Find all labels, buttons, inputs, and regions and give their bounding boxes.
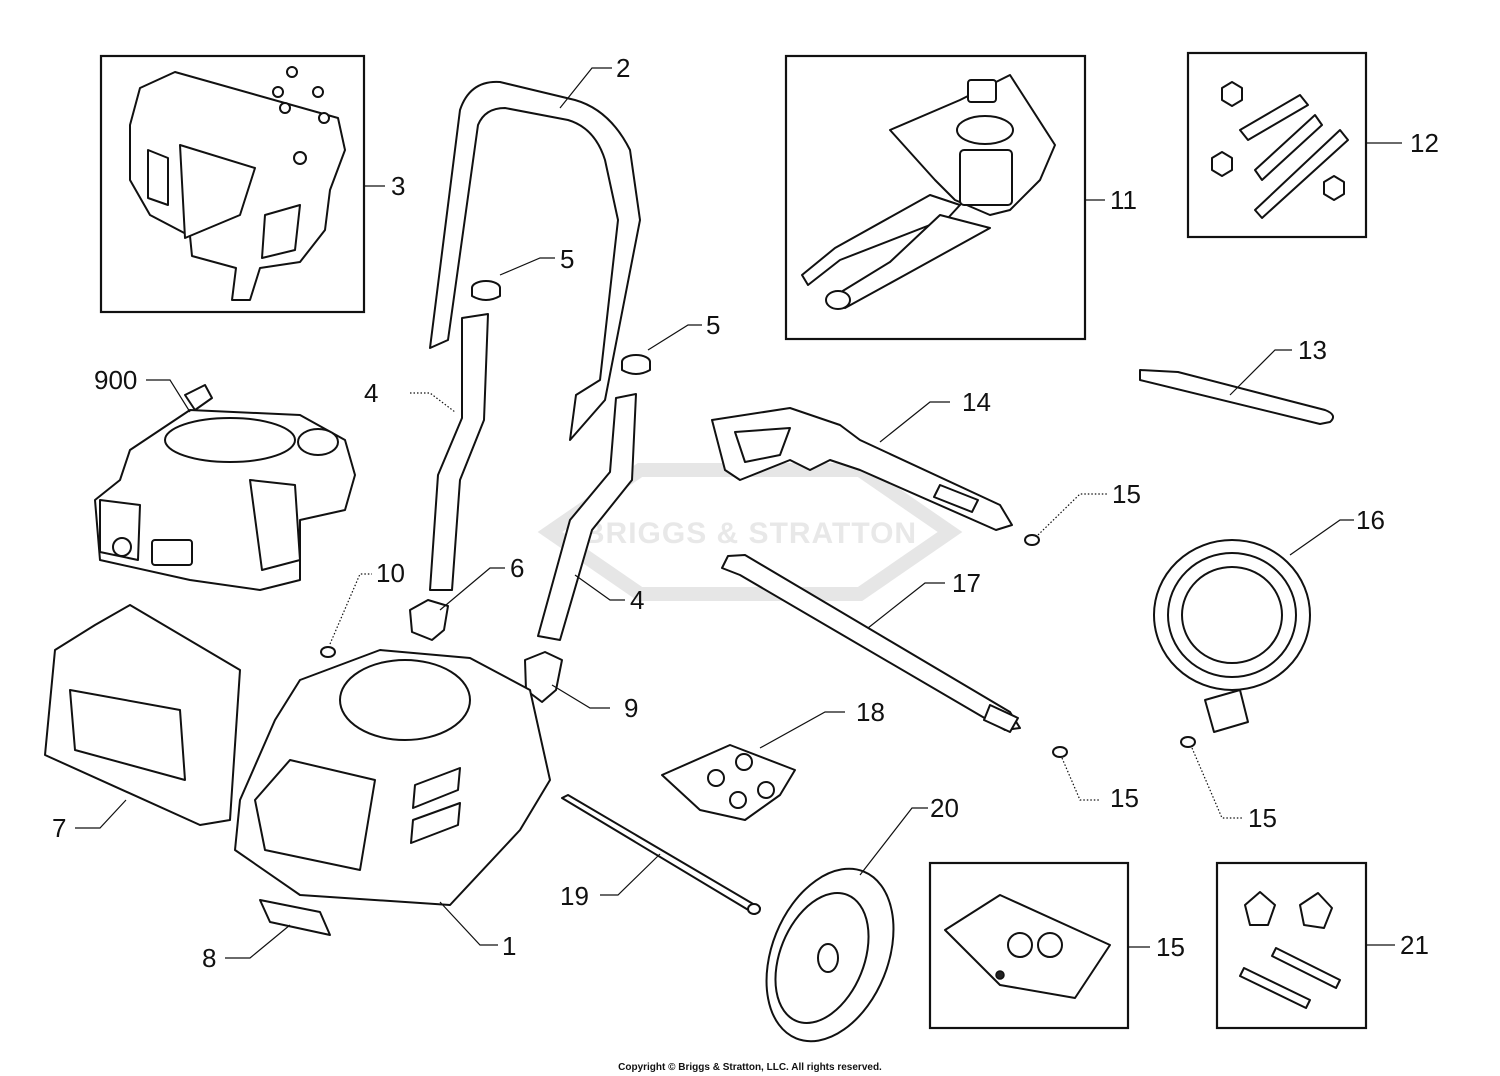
callout-11: 11 [1110,185,1137,215]
callout-7: 7 [52,813,66,843]
part-17-wand[interactable] [721,554,1021,733]
part-21-frame [1215,861,1368,1030]
callout-20: 20 [930,793,959,823]
leader-8 [225,924,291,959]
part-4-tube-left[interactable] [429,313,489,591]
callout-6: 6 [510,553,524,583]
leader-14 [879,401,950,443]
callout-15d: 15 [1156,932,1185,962]
part-13-strap[interactable] [1139,369,1335,425]
leader-6 [439,567,505,611]
callout-3: 3 [391,171,405,201]
callout-1: 1 [502,931,516,961]
callout-15a: 15 [1112,479,1141,509]
control-panel-screws [272,66,330,124]
watermark-text: BRIGGS & STRATTON [583,517,917,550]
leader-4a [410,392,456,413]
leader-13 [1229,349,1292,396]
callout-12: 12 [1410,128,1439,158]
copyright-notice: Copyright © Briggs & Stratton, LLC. All … [618,1062,882,1073]
callout-900: 900 [94,365,137,395]
part-3-control-panel[interactable] [99,54,366,314]
part-14-spray-gun[interactable] [711,407,1013,531]
leader-15b [1061,757,1100,801]
callout-8: 8 [202,943,216,973]
part-11-pump[interactable] [784,54,1087,341]
leader-9 [551,684,610,709]
leader-1 [439,901,498,946]
part-6-bracket[interactable] [409,599,449,641]
callout-15c: 15 [1248,803,1277,833]
part-19-axle[interactable] [561,794,761,915]
callout-2: 2 [616,53,630,83]
leader-5a [499,257,555,276]
leader-2 [559,67,612,109]
callout-5b: 5 [706,310,720,340]
callout-21: 21 [1400,930,1429,960]
callout-4b: 4 [630,585,644,615]
callout-4a: 4 [364,378,378,408]
leader-10 [329,573,372,645]
part-1-base-shroud[interactable] [234,649,551,906]
part-21-knob-kit[interactable] [1215,861,1368,1030]
part-20-wheel[interactable] [743,850,918,1060]
callout-17: 17 [952,568,981,598]
part-2-handle[interactable] [429,80,641,441]
part-15-o-ring-kit[interactable] [928,861,1130,1030]
part-900-engine[interactable] [94,384,356,591]
callout-13: 13 [1298,335,1327,365]
part-16-hose[interactable] [1153,539,1311,733]
part-12-hardware-kit[interactable] [1186,51,1368,239]
leader-17 [867,582,945,629]
part-5-cap-lower[interactable] [621,354,651,375]
leader-20 [859,807,928,876]
part-15-o-ring-gun[interactable] [1024,534,1040,546]
leader-5b [647,324,702,351]
callout-15b: 15 [1110,783,1139,813]
part-4-tube-right[interactable] [537,393,637,641]
leader-15a [1037,493,1108,536]
part-5-cap-upper[interactable] [471,280,501,301]
callout-18: 18 [856,697,885,727]
leader-900 [146,379,191,413]
callout-10: 10 [376,558,405,588]
part-10-o-ring[interactable] [320,646,336,658]
callout-19: 19 [560,881,589,911]
leader-19 [600,853,661,896]
part-7-front-cover[interactable] [44,604,241,826]
part-15-o-ring-hose[interactable] [1180,736,1196,748]
leader-7 [75,799,127,829]
part-18-nozzle-kit[interactable] [661,744,796,821]
callout-14: 14 [962,387,991,417]
callout-16: 16 [1356,505,1385,535]
leader-18 [759,711,845,749]
part-8-foot[interactable] [259,899,331,936]
leader-16 [1289,519,1354,556]
part-15-o-ring-wand[interactable] [1052,746,1068,758]
callout-5a: 5 [560,244,574,274]
leader-4b [574,574,625,601]
leader-15c [1191,747,1242,819]
callout-9: 9 [624,693,638,723]
